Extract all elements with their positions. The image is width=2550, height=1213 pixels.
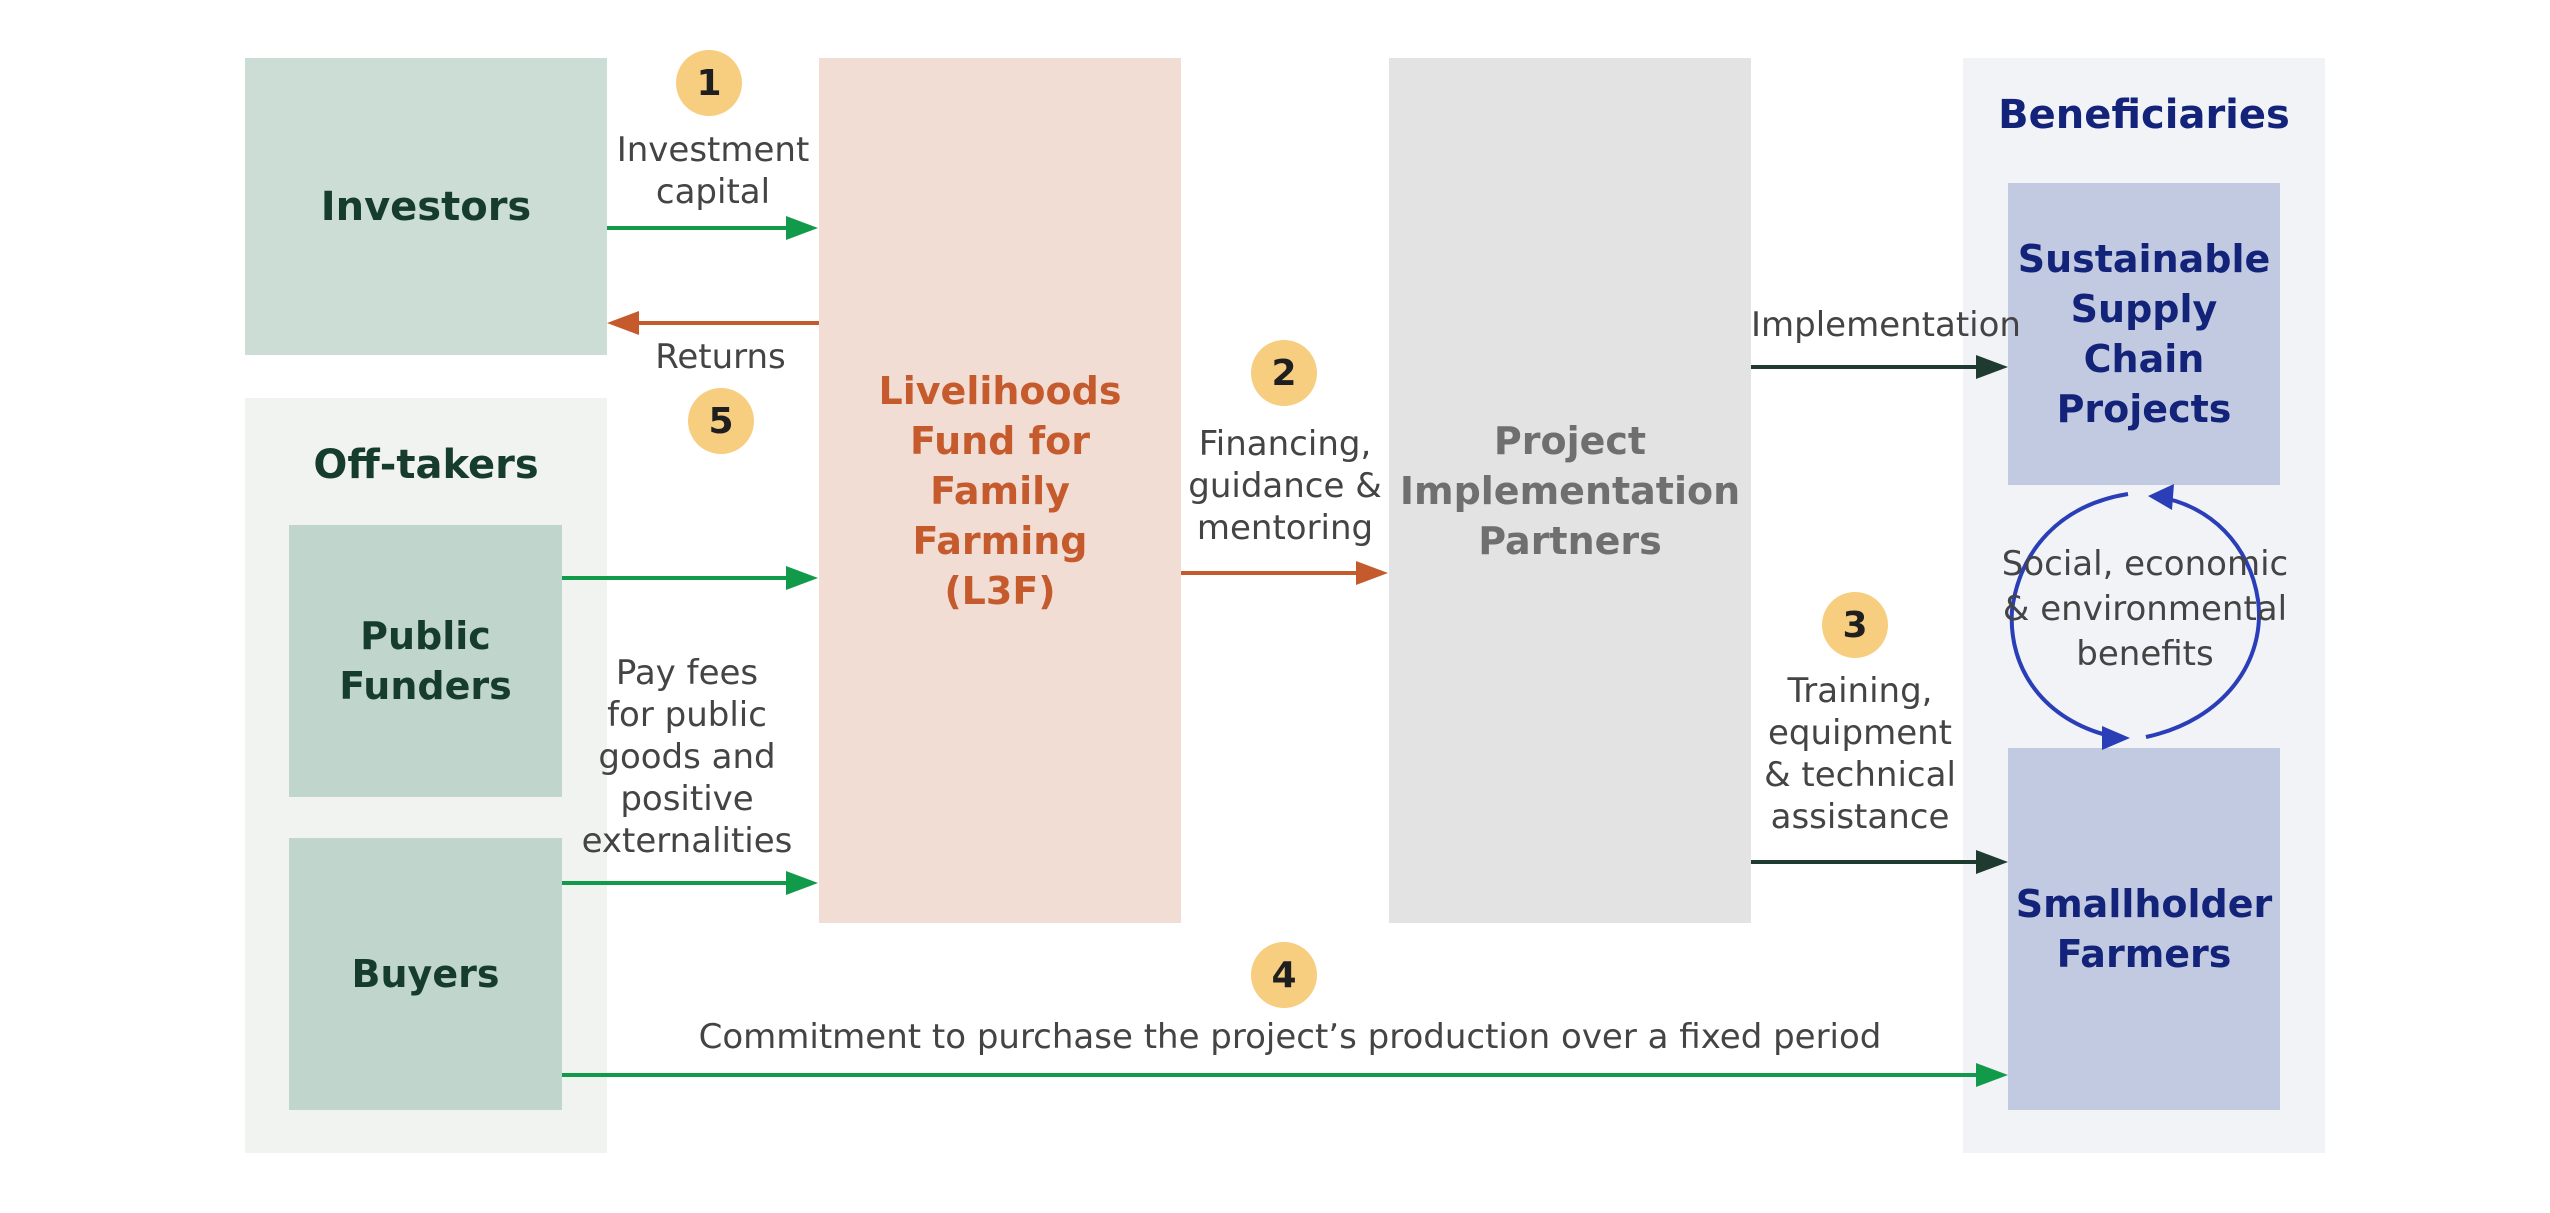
pay-fees-label: Pay fees for public goods and positive e… [581,653,793,861]
step-1-badge: 1 [676,50,742,116]
step-4-badge: 4 [1251,942,1317,1008]
implementation-arrowhead [1976,355,2008,379]
implementation-label: Implementation [1751,305,2021,345]
buyers-fees-arrowhead [786,871,818,895]
buyers-label: Buyers [351,952,500,996]
returns-label: Returns [655,337,786,377]
public-funders-arrowhead [786,566,818,590]
buyers-box: Buyers [289,838,562,1110]
investors-box: Investors [245,58,607,355]
supply-chain-label: Sustainable Supply Chain Projects [2017,237,2271,431]
commitment-arrowhead [1976,1063,2008,1087]
benefits-cycle-bottom-arrowhead [2102,726,2130,750]
offtakers-title-text: Off-takers [313,442,539,488]
step-5-badge: 5 [688,388,754,454]
step-3-badge: 3 [1822,592,1888,658]
l3f-label: Livelihoods Fund for Family Farming (L3F… [878,368,1122,613]
beneficiaries-title-text: Beneficiaries [1998,92,2290,138]
benefits-cycle-right [2145,495,2261,739]
offtakers-title: Off-takers [245,435,607,495]
financing-arrowhead [1356,561,1388,585]
benefits-cycle-left [2009,492,2129,738]
l3f-box: Livelihoods Fund for Family Farming (L3F… [819,58,1181,923]
smallholders-label: Smallholder Farmers [2015,882,2273,976]
beneficiaries-title: Beneficiaries [1963,85,2325,145]
investors-label: Investors [320,183,532,230]
investment-arrowhead [786,216,818,240]
benefits-label: Social, economic & environmental benefit… [2001,544,2289,674]
financing-label: Financing, guidance & mentoring [1188,424,1382,548]
training-label: Training, equipment & technical assistan… [1764,671,1956,837]
commitment-label: Commitment to purchase the project’s pro… [698,1017,1882,1057]
benefits-cycle-top-arrowhead [2148,484,2174,510]
step-2-badge: 2 [1251,340,1317,406]
investment-capital-label: Investment capital [616,130,810,212]
smallholders-box: Smallholder Farmers [2008,748,2280,1110]
training-arrowhead [1976,850,2008,874]
public-funders-box: Public Funders [289,525,562,797]
partners-box: Project Implementation Partners [1389,58,1751,923]
supply-chain-box: Sustainable Supply Chain Projects [2008,183,2280,485]
public-funders-label: Public Funders [339,614,512,708]
partners-label: Project Implementation Partners [1399,418,1741,563]
returns-arrowhead [607,311,639,335]
